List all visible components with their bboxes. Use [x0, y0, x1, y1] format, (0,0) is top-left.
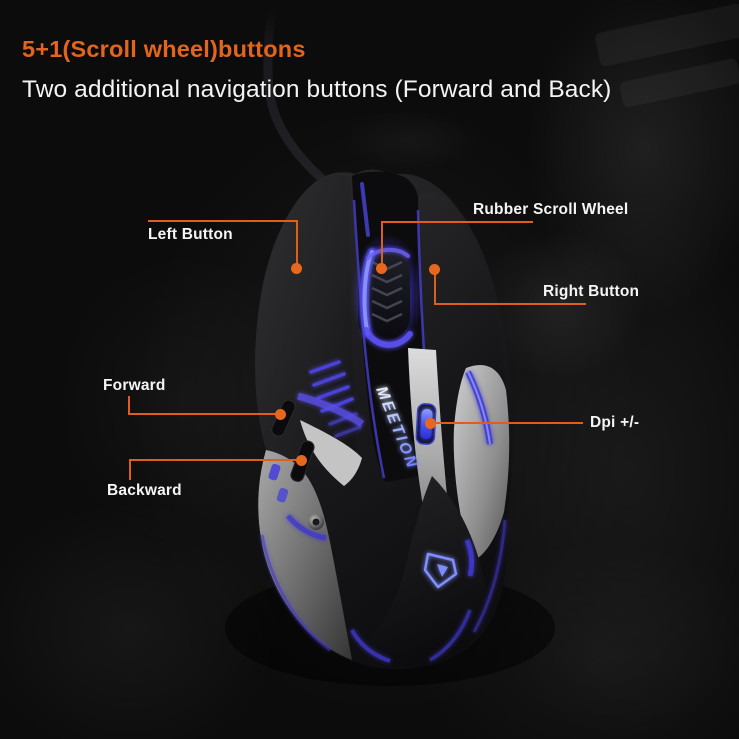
scroll-wheel — [351, 234, 423, 354]
left-side-panel — [258, 392, 365, 660]
callout-label-left-button: Left Button — [148, 226, 233, 243]
callout-line-right-button — [434, 271, 436, 305]
page-title: 5+1(Scroll wheel)buttons — [22, 36, 306, 62]
front-led-sliver — [360, 182, 370, 237]
palm-rest — [352, 476, 487, 668]
callout-label-scroll-wheel: Rubber Scroll Wheel — [473, 201, 629, 218]
callout-line-forward — [128, 396, 130, 415]
wheel-led-rim — [360, 247, 413, 348]
callout-line-right-button — [434, 303, 586, 305]
callout-line-dpi — [431, 422, 583, 424]
page-subtitle: Two additional navigation buttons (Forwa… — [22, 76, 612, 103]
callout-label-forward: Forward — [103, 377, 166, 394]
callout-dot-forward — [275, 409, 286, 420]
gaming-mouse: MEETION — [255, 169, 513, 670]
callout-line-left-button — [296, 220, 298, 265]
callout-label-backward: Backward — [107, 482, 182, 499]
meetion-shield-logo-icon — [423, 552, 458, 589]
callout-line-scroll-wheel — [382, 221, 533, 223]
callout-dot-dpi — [425, 418, 436, 429]
callout-dot-right-button — [429, 264, 440, 275]
callout-label-right-button: Right Button — [543, 283, 640, 300]
right-side-panel — [453, 364, 510, 562]
callout-dot-scroll-wheel — [376, 263, 387, 274]
graffiti-marks — [595, 3, 739, 108]
callout-line-left-button — [148, 220, 298, 222]
callout-dot-left-button — [291, 263, 302, 274]
callout-line-backward — [129, 459, 131, 480]
callout-label-dpi: Dpi +/- — [590, 414, 640, 431]
callout-line-backward — [130, 459, 299, 461]
mouse-cable — [263, 5, 335, 191]
callout-dot-backward — [296, 455, 307, 466]
left-button — [255, 174, 358, 473]
callout-line-scroll-wheel — [381, 221, 383, 265]
skirt-led-glows — [260, 519, 507, 663]
callout-line-forward — [128, 413, 277, 415]
